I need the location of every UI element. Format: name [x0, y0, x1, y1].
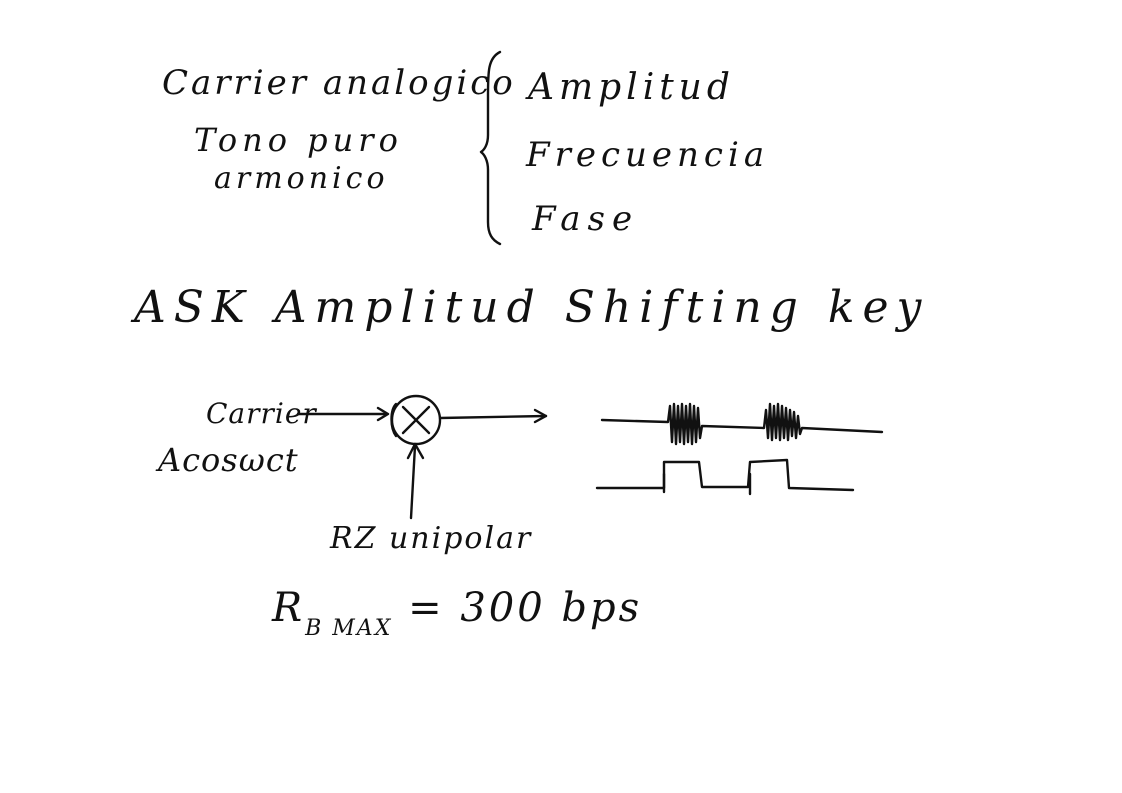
param-amplitude: Amplitud [528, 67, 735, 108]
mixer-cross-icon [401, 405, 431, 435]
carrier-input-arrowhead [376, 406, 390, 422]
modulating-input-line [409, 444, 417, 520]
rz-unipolar-label: RZ unipolar [330, 521, 533, 556]
carrier-formula: Acosωct [158, 441, 299, 479]
modulating-input-arrowhead [406, 442, 425, 460]
harmonic-text: armonico [214, 161, 389, 196]
param-phase: Fase [532, 199, 640, 239]
carrier-analog-text: Carrier analogico [162, 63, 516, 103]
bit-rate-subscript: B MAX [305, 616, 393, 641]
bit-rate-equation: RB MAX = 300 bps [272, 588, 642, 640]
mixer-output-line [438, 414, 548, 420]
curly-brace [479, 50, 502, 246]
pure-tone-text: Tono puro [194, 121, 403, 159]
ask-heading: ASK Amplitud Shifting key [134, 282, 930, 333]
bit-rate-value: = 300 bps [408, 585, 643, 631]
ask-waveform [600, 402, 884, 446]
mixer-left-tick [390, 402, 398, 438]
bit-rate-symbol: R [272, 585, 306, 631]
rz-digital-signal [595, 458, 855, 492]
param-frequency: Frecuencia [526, 135, 770, 175]
mixer-output-arrowhead [533, 408, 548, 424]
